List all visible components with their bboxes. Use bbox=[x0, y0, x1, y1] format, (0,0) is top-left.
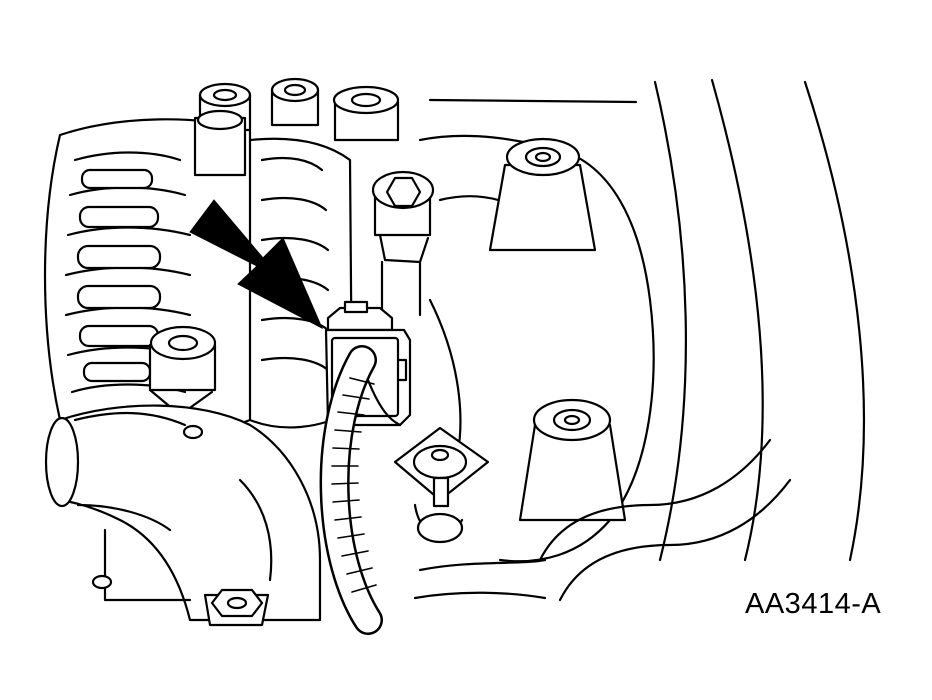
wiring-harness bbox=[319, 345, 402, 635]
lower-mounting-bolt bbox=[91, 528, 270, 627]
ground-stud-bracket bbox=[393, 426, 490, 544]
intake-duct bbox=[44, 404, 322, 622]
arrow-pointing-to-connector bbox=[189, 199, 324, 330]
terminal-stud-nut bbox=[371, 170, 435, 322]
body-panel-lines bbox=[428, 78, 866, 562]
pointer-arrow bbox=[189, 199, 324, 330]
alternator-top-bosses bbox=[193, 77, 400, 177]
hose-lower-right bbox=[413, 438, 792, 602]
bracket-boss-left bbox=[148, 325, 217, 417]
figure-id-label: AA3414-A bbox=[745, 588, 882, 620]
lower-mounting-boss bbox=[518, 398, 627, 522]
upper-mounting-boss bbox=[488, 137, 597, 252]
